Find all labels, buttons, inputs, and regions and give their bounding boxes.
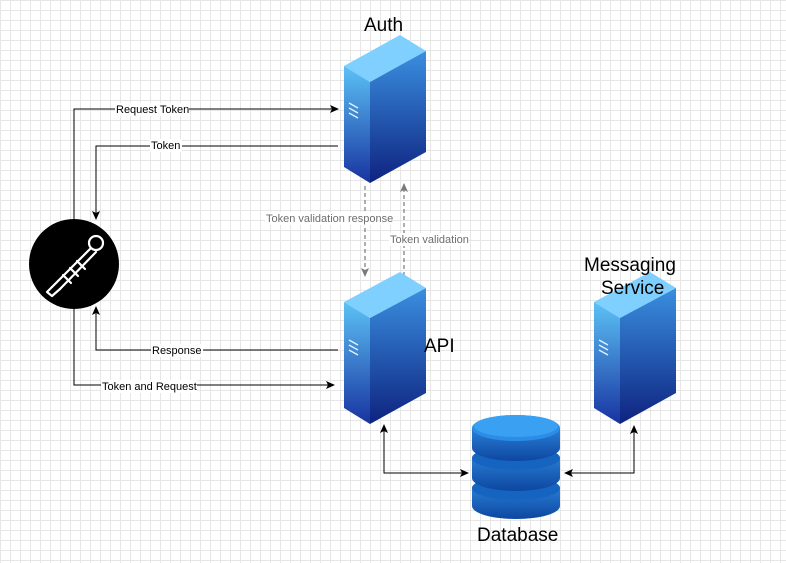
edge-token <box>92 145 338 220</box>
auth-title: Auth <box>364 15 403 36</box>
auth-server <box>344 35 426 183</box>
edge-label-request-token: Request Token <box>116 104 189 116</box>
postman-icon <box>29 219 119 309</box>
edge-api-database <box>380 424 469 477</box>
edge-label-token-and-request: Token and Request <box>102 381 197 393</box>
edge-label-token-validation-response: Token validation response <box>266 213 393 225</box>
edge-request-token <box>73 105 339 225</box>
edge-token-and-request <box>73 308 335 389</box>
edge-label-token-validation: Token validation <box>390 234 469 246</box>
edge-response <box>92 306 338 351</box>
api-server <box>344 272 426 424</box>
database-title: Database <box>477 525 558 546</box>
api-title: API <box>424 336 455 357</box>
messaging-title-line1: Messaging <box>584 255 676 276</box>
edge-database-messaging <box>564 425 638 477</box>
edge-label-response: Response <box>152 345 202 357</box>
database-icon <box>472 415 560 519</box>
messaging-service-server <box>594 272 676 424</box>
edge-label-token: Token <box>151 140 180 152</box>
messaging-title-line2: Service <box>601 278 664 299</box>
